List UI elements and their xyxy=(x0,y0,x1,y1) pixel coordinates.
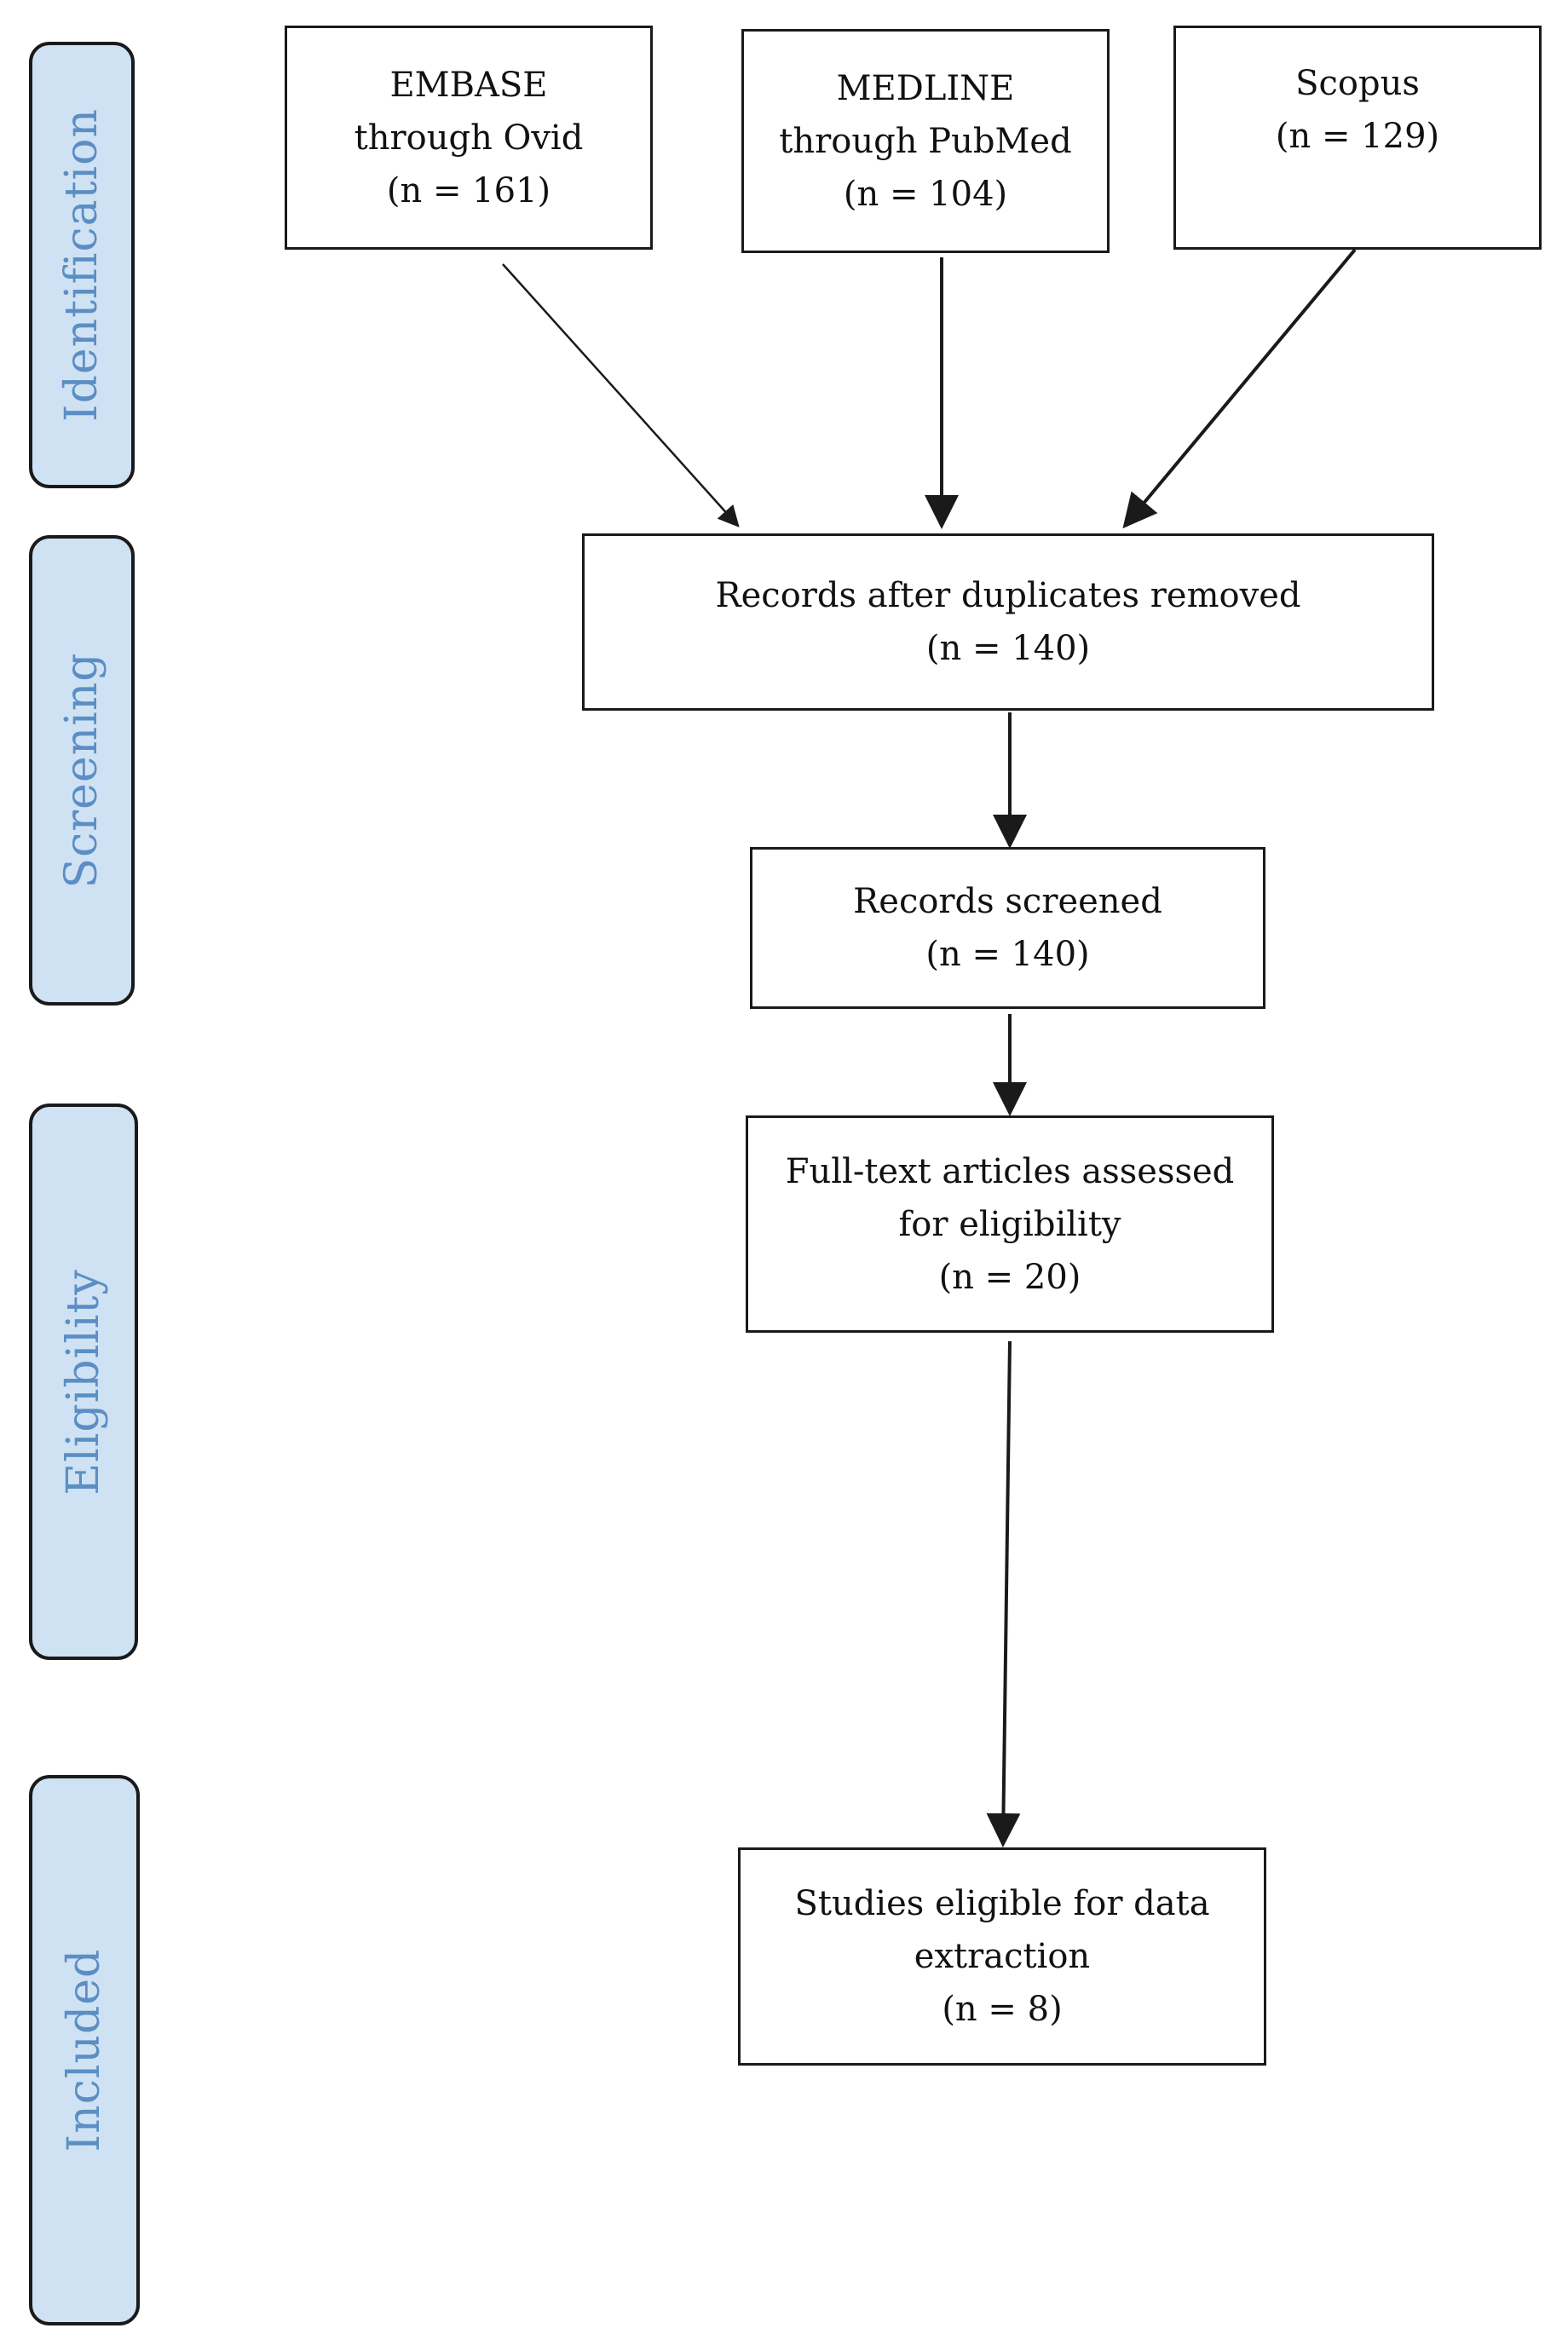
box-duplicates-removed-line1: Records after duplicates removed xyxy=(715,576,1301,615)
box-medline-count: (n = 104) xyxy=(843,174,1008,214)
box-scopus-line1: Scopus xyxy=(1295,64,1420,103)
stage-included: Included xyxy=(29,1775,140,2325)
box-scopus: Scopus (n = 129) xyxy=(1173,26,1542,250)
box-medline-line2: through PubMed xyxy=(779,121,1072,161)
stage-identification: Identification xyxy=(29,42,135,488)
stage-included-label: Included xyxy=(59,1948,110,2152)
box-studies-included-line2: extraction xyxy=(914,1937,1091,1976)
stage-screening: Screening xyxy=(29,535,135,1006)
stage-eligibility: Eligibility xyxy=(29,1104,138,1660)
box-medline-line1: MEDLINE xyxy=(836,68,1015,108)
box-full-text-count: (n = 20) xyxy=(938,1257,1081,1297)
box-records-screened-line1: Records screened xyxy=(853,882,1162,921)
box-duplicates-removed: Records after duplicates removed (n = 14… xyxy=(582,533,1434,711)
box-embase-count: (n = 161) xyxy=(386,170,551,210)
box-full-text-line2: for eligibility xyxy=(898,1204,1121,1244)
arrow-scopus-to-duplicates xyxy=(1122,248,1357,529)
arrow-embase-to-duplicates xyxy=(502,263,740,527)
arrow-fulltext-to-included xyxy=(986,1340,1021,1847)
box-medline: MEDLINE through PubMed (n = 104) xyxy=(741,29,1110,253)
box-studies-included-count: (n = 8) xyxy=(942,1990,1063,2029)
box-embase-line2: through Ovid xyxy=(354,118,584,158)
box-records-screened-count: (n = 140) xyxy=(925,935,1090,974)
box-studies-included-line1: Studies eligible for data xyxy=(794,1884,1210,1923)
box-full-text-assessed: Full-text articles assessed for eligibil… xyxy=(746,1115,1274,1333)
box-scopus-count: (n = 129) xyxy=(1275,117,1440,156)
box-duplicates-removed-count: (n = 140) xyxy=(925,629,1091,668)
stage-identification-label: Identification xyxy=(56,108,107,422)
box-studies-included: Studies eligible for data extraction (n … xyxy=(738,1847,1266,2066)
stage-eligibility-label: Eligibility xyxy=(58,1268,109,1495)
box-records-screened: Records screened (n = 140) xyxy=(750,847,1265,1009)
box-embase-line1: EMBASE xyxy=(389,65,548,105)
box-full-text-line1: Full-text articles assessed xyxy=(785,1151,1235,1191)
stage-screening-label: Screening xyxy=(56,652,107,889)
box-embase: EMBASE through Ovid (n = 161) xyxy=(285,26,653,250)
